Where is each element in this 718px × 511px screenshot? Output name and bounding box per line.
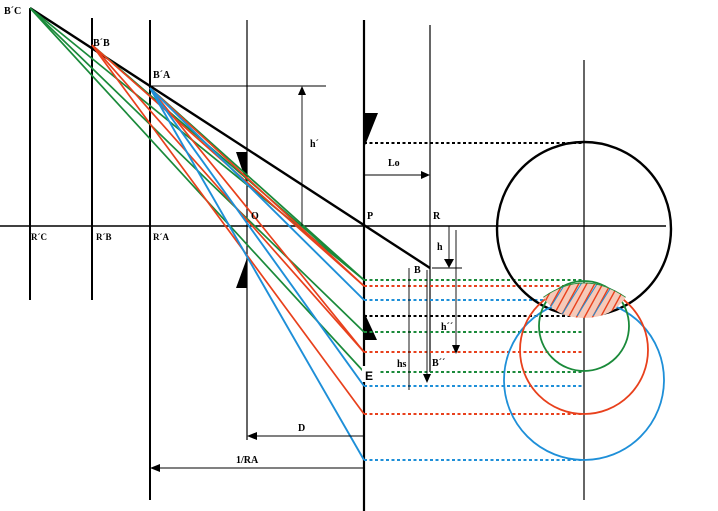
stop-triangle-p-bottom	[364, 312, 377, 340]
label-e: E	[365, 369, 373, 383]
d-arrowhead	[247, 432, 257, 440]
label-hs: hs	[397, 359, 407, 370]
e-marker-box	[362, 366, 380, 382]
label-bc-prime: B´C	[4, 6, 21, 17]
label-rc-prime: R´C	[31, 232, 47, 242]
label-h: h	[437, 242, 443, 253]
label-lo: Lo	[388, 158, 400, 169]
label-bb-prime: B´B	[93, 38, 110, 49]
stop-triangle-p-top	[364, 113, 378, 148]
label-inv-ra: 1/RA	[236, 455, 259, 466]
chief-ray	[29, 6, 431, 270]
label-r: R	[433, 211, 441, 222]
label-h-dprime: h´´	[441, 322, 453, 333]
inv-ra-arrowhead	[150, 464, 160, 472]
blue-ray-fan	[149, 87, 365, 461]
stop-triangle-o-bottom	[236, 258, 247, 288]
label-p: P	[367, 211, 373, 222]
blur-circle-green	[538, 280, 630, 372]
hdprime-arrowhead	[452, 345, 460, 354]
red-ray-fan	[91, 44, 365, 415]
label-o: O	[251, 211, 259, 222]
label-d: D	[298, 423, 305, 434]
label-ba-prime: B´A	[153, 70, 171, 81]
label-rb-prime: R´B	[96, 232, 112, 242]
label-h-prime: h´	[310, 139, 319, 150]
hprime-arrowhead	[298, 86, 306, 95]
hs-arrowhead	[423, 374, 431, 383]
lo-arrowhead	[421, 171, 430, 179]
label-ra-prime: R´A	[153, 232, 169, 242]
h-arrowhead	[444, 259, 454, 268]
label-b-low: B	[414, 265, 421, 276]
label-b-dprime: B´´	[432, 358, 445, 369]
overlap-hatch	[543, 282, 626, 318]
